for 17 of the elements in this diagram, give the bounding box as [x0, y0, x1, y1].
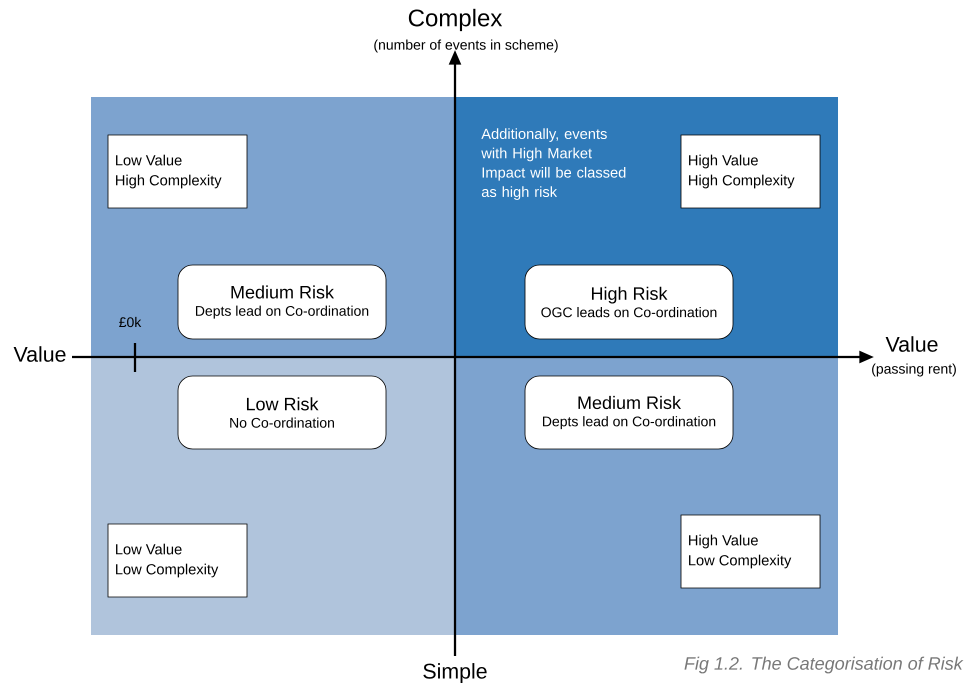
axis-subtitle: (number of events in scheme)	[374, 39, 558, 53]
risk-box: High Risk OGC leads on Co-ordination	[524, 264, 734, 340]
tick-label: £0k	[119, 316, 142, 328]
category-box: High Value Low Complexity	[680, 514, 820, 588]
risk-box: Medium Risk Depts lead on Co-ordination	[178, 264, 386, 340]
axis-title: Value	[14, 346, 66, 362]
axis-title: Complex	[408, 8, 502, 32]
axis-title: Value	[886, 336, 938, 352]
category-box: Low Value High Complexity	[108, 134, 248, 208]
note-text: Additionally, events with High Market Impact will be classed as high risk	[481, 128, 626, 200]
category-box: High Value High Complexity	[680, 134, 820, 208]
axis-title: Simple	[423, 663, 487, 683]
risk-box: Medium Risk Depts lead on Co-ordination	[524, 376, 734, 450]
category-box: Low Value Low Complexity	[108, 524, 248, 598]
risk-box: Low Risk No Co-ordination	[178, 376, 386, 450]
axis-subtitle: (passing rent)	[872, 363, 956, 377]
caption: Fig 1.2. The Categorisation of Risk	[684, 656, 964, 674]
